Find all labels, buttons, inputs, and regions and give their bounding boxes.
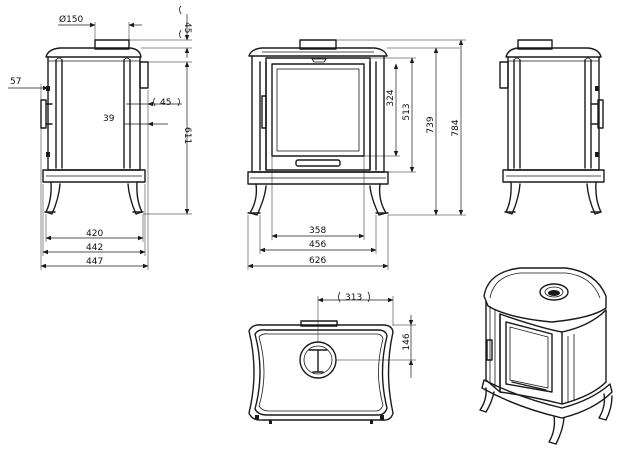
dim-label-height-324: 324: [386, 89, 396, 106]
dim-label-flue-offset: 313: [345, 293, 362, 303]
top-view: [248, 320, 394, 424]
dim-label-height-611: 611: [182, 127, 192, 144]
dim-label-width-456: 456: [309, 240, 326, 250]
dim-label-diameter: Ø150: [59, 14, 84, 25]
dim-label-depth-lower: 39: [103, 114, 115, 124]
dim-label-top-offset: 45: [182, 22, 192, 33]
dim-label-width-442: 442: [86, 243, 103, 253]
front-view: [247, 39, 389, 216]
dim-label-width-447: 447: [86, 257, 103, 267]
top-view-dimensions: 313 146: [317, 291, 416, 378]
right-side-view: [499, 39, 605, 215]
dim-label-side-offset: 57: [10, 77, 21, 87]
center-dimensions: 324 513 739 784 358 456 626: [247, 39, 466, 270]
dim-label-height-784: 784: [451, 119, 461, 136]
dim-label-flue-depth: 146: [402, 333, 412, 350]
dim-label-depth-upper-45: 45: [160, 98, 171, 108]
left-side-view: [40, 39, 149, 215]
dim-label-width-358: 358: [309, 226, 326, 236]
left-dimensions: Ø150 45 611 57 324 45 39: [8, 5, 192, 270]
dim-label-width-626: 626: [309, 256, 326, 266]
dim-label-width-420: 420: [86, 229, 103, 239]
isometric-view: [479, 267, 613, 445]
dim-label-height-739: 739: [426, 116, 436, 133]
dim-label-height-513: 513: [402, 103, 412, 120]
